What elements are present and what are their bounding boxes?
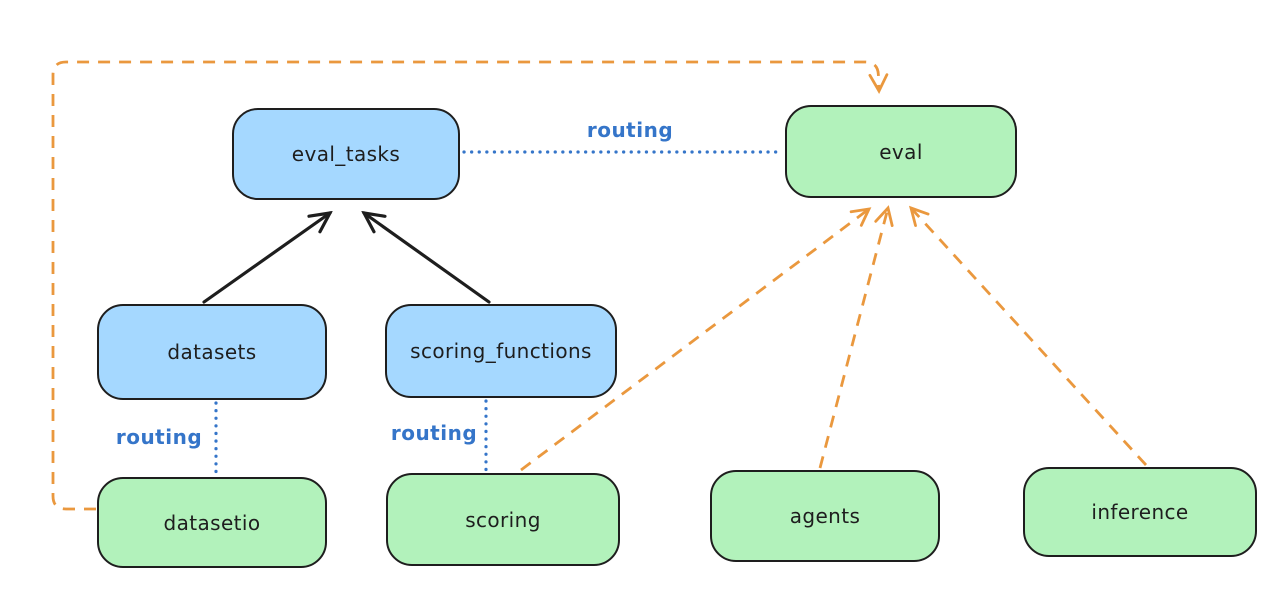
- node-inference-label: inference: [1091, 500, 1189, 524]
- node-datasets-label: datasets: [167, 340, 257, 364]
- node-scoring-functions: scoring_functions: [385, 304, 617, 398]
- node-scoring-label: scoring: [465, 507, 541, 532]
- node-eval-tasks-label: eval_tasks: [291, 142, 401, 166]
- node-eval-tasks: eval_tasks: [232, 108, 460, 200]
- node-datasetio-label: datasetio: [163, 510, 261, 535]
- node-eval: eval: [785, 105, 1017, 198]
- node-agents: agents: [710, 470, 940, 562]
- edge-agents-to-eval: [818, 205, 894, 469]
- edge-label-routing-datasets-datasetio: routing: [115, 425, 203, 449]
- node-datasets: datasets: [97, 304, 327, 400]
- edge-inference-to-eval: [908, 205, 1148, 466]
- edge-datasets-to-eval-tasks: [202, 213, 330, 304]
- node-scoring-functions-label: scoring_functions: [410, 339, 592, 363]
- node-datasetio: datasetio: [97, 477, 327, 568]
- node-agents-label: agents: [789, 504, 861, 528]
- edge-scoring-functions-to-eval-tasks: [364, 213, 491, 304]
- edge-datasetio-to-eval: [51, 60, 889, 511]
- node-scoring: scoring: [386, 473, 620, 566]
- edge-label-routing-eval-tasks-eval: routing: [586, 118, 674, 142]
- edge-label-routing-scoring-functions-scoring: routing: [390, 421, 478, 445]
- node-inference: inference: [1023, 467, 1257, 557]
- edge-scoring-to-eval: [520, 207, 872, 472]
- node-eval-label: eval: [879, 139, 923, 164]
